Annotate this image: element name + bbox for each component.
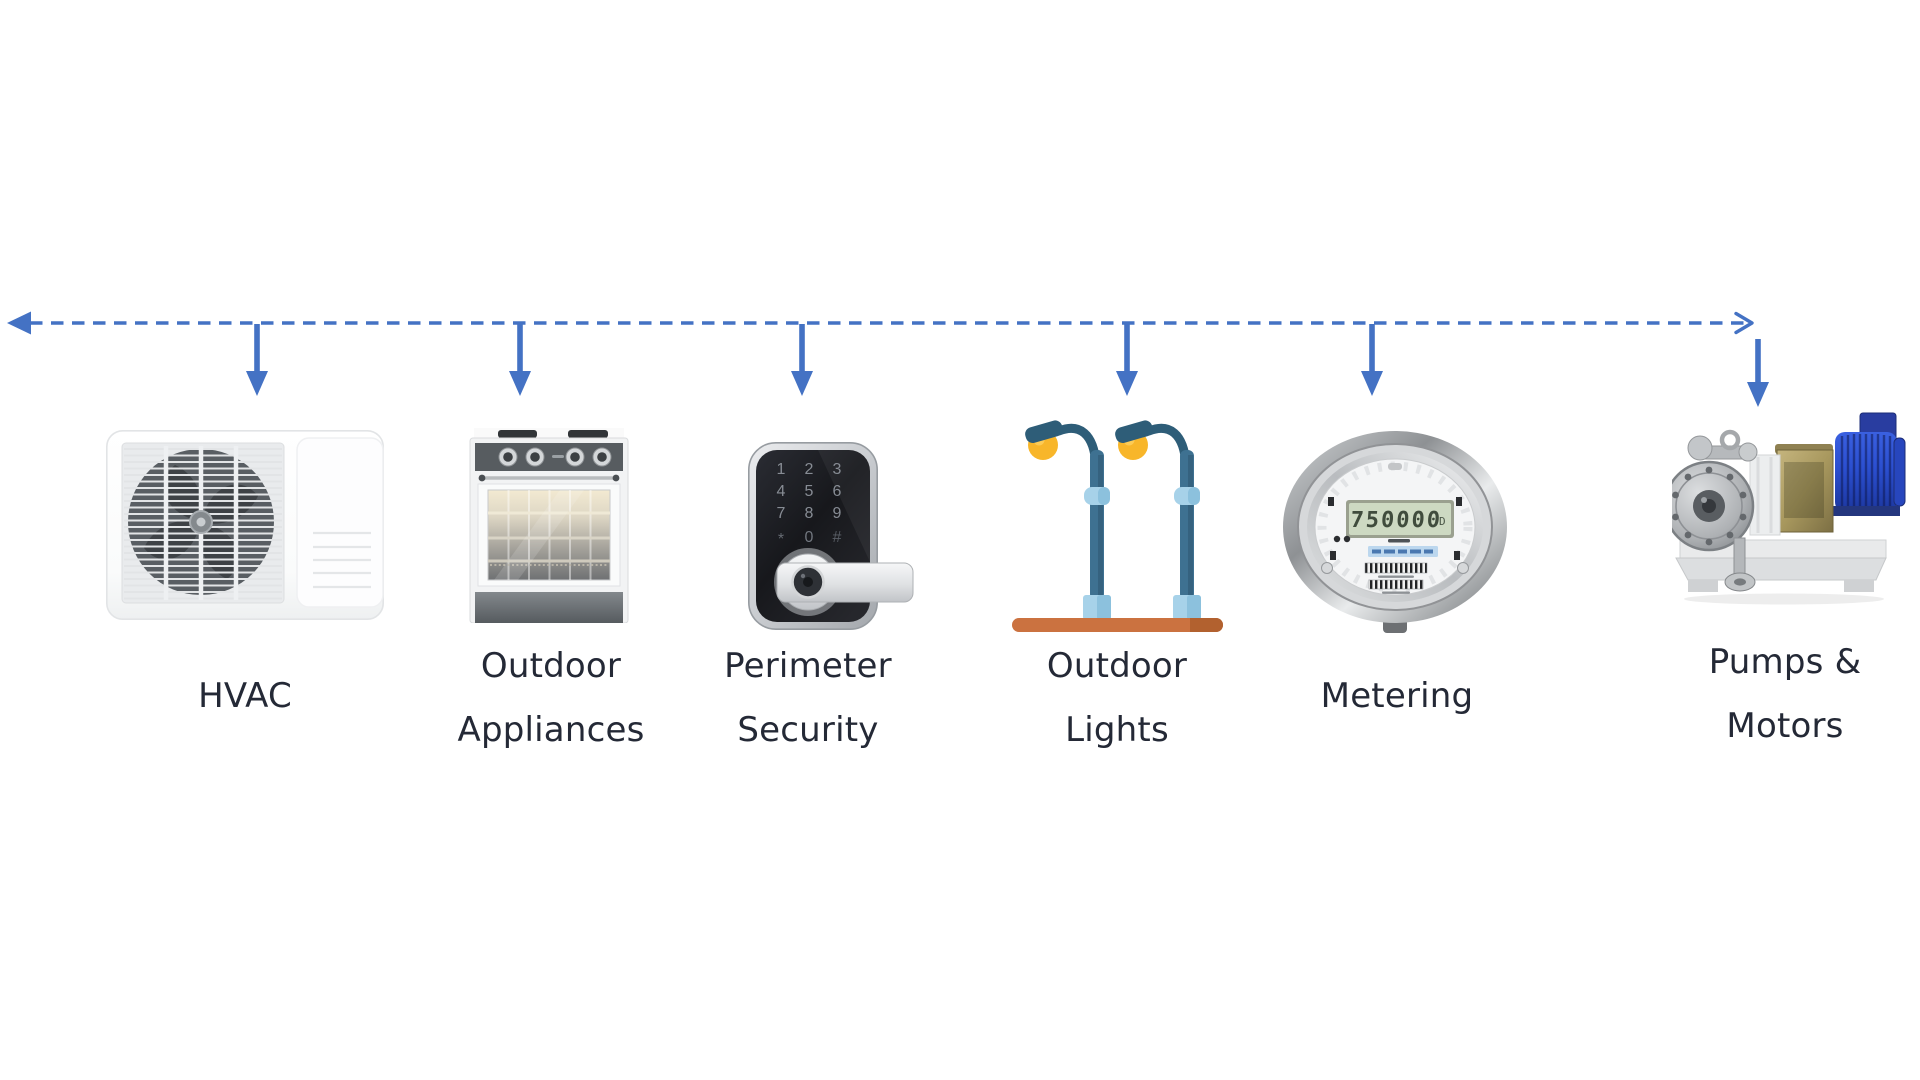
smart-lock-icon: 1 2 3 4 5 6 7 8 9 * 0 # [748, 442, 914, 630]
info-strip [1368, 546, 1438, 557]
key-7: 7 [777, 505, 786, 522]
lock-handle [774, 548, 914, 616]
calibration-marks [1328, 497, 1462, 560]
street-lamp [1025, 420, 1111, 620]
key-8: 8 [805, 505, 814, 522]
pump-motor-icon [1672, 412, 1906, 605]
down-arrow-outdoor-appliances [509, 324, 531, 396]
label-line: Metering [1320, 676, 1474, 716]
label-line: Outdoor [480, 646, 622, 686]
down-arrow-pumps-motors [1747, 339, 1769, 407]
pump-housing [1749, 454, 1781, 536]
meter-reading: 750000 [1350, 508, 1443, 533]
item-label-outdoor-appliances: Outdoor Appliances [321, 634, 781, 762]
ground-bar [1012, 618, 1223, 632]
meter-unit: D [1439, 515, 1446, 528]
oven-icon [469, 428, 629, 623]
key-9: 9 [833, 505, 842, 522]
drop-arrows [246, 324, 1769, 407]
key-0: 0 [805, 529, 814, 546]
glass-sheen [494, 490, 584, 580]
air-conditioner-icon [106, 430, 384, 620]
key-1: 1 [777, 461, 786, 478]
key-hash: # [833, 529, 842, 546]
item-label-hvac: HVAC [15, 664, 475, 728]
oven-racks [488, 511, 610, 566]
key-6: 6 [833, 483, 842, 500]
motor-fins [1840, 434, 1892, 511]
label-line: HVAC [198, 676, 292, 716]
top-piping [1687, 429, 1758, 462]
key-star: * [778, 531, 784, 548]
barcodes [1364, 562, 1428, 594]
key-2: 2 [805, 461, 814, 478]
meter-lcd: 750000 D [1346, 500, 1454, 538]
connector-graphic [7, 311, 1769, 407]
oven-handle [478, 474, 620, 482]
dashed-bus-line [7, 311, 1754, 335]
brand-mark [1388, 539, 1410, 543]
item-label-perimeter-security: Perimeter Security [578, 634, 1038, 762]
street-lamp [1115, 420, 1201, 620]
down-arrow-outdoor-lights [1116, 324, 1138, 396]
item-label-pumps-motors: Pumps & Motors [1555, 630, 1920, 758]
label-line: Appliances [457, 710, 645, 750]
down-arrow-perimeter-security [791, 324, 813, 396]
street-lamps-icon [1012, 420, 1223, 632]
item-label-metering: Metering [1167, 664, 1627, 728]
oven-knobs [498, 447, 612, 467]
label-line: Pumps & [1708, 642, 1862, 682]
bottom-flange [1724, 537, 1756, 592]
electric-motor [1830, 412, 1906, 516]
key-5: 5 [805, 483, 814, 500]
electric-meter-icon: 750000 D [1283, 431, 1507, 633]
burners [498, 430, 608, 438]
right-arrowhead-icon [1734, 311, 1754, 335]
key-4: 4 [777, 483, 786, 500]
key-3: 3 [833, 461, 842, 478]
side-vents [313, 531, 371, 589]
label-line: Lights [1065, 710, 1169, 750]
label-line: Perimeter [724, 646, 892, 686]
item-label-outdoor-lights: Outdoor Lights [887, 634, 1347, 762]
left-arrowhead-icon [7, 311, 31, 335]
keypad: 1 2 3 4 5 6 7 8 9 * 0 # [777, 461, 842, 548]
down-arrow-hvac [246, 324, 268, 396]
face-screws [1321, 562, 1469, 574]
coupling-housing [1775, 444, 1834, 533]
label-line: Security [737, 710, 879, 750]
pump-flange [1672, 460, 1755, 552]
label-line: Motors [1726, 706, 1844, 746]
label-line: Outdoor [1046, 646, 1188, 686]
down-arrow-metering [1361, 324, 1383, 396]
screen-sheen [818, 450, 870, 562]
